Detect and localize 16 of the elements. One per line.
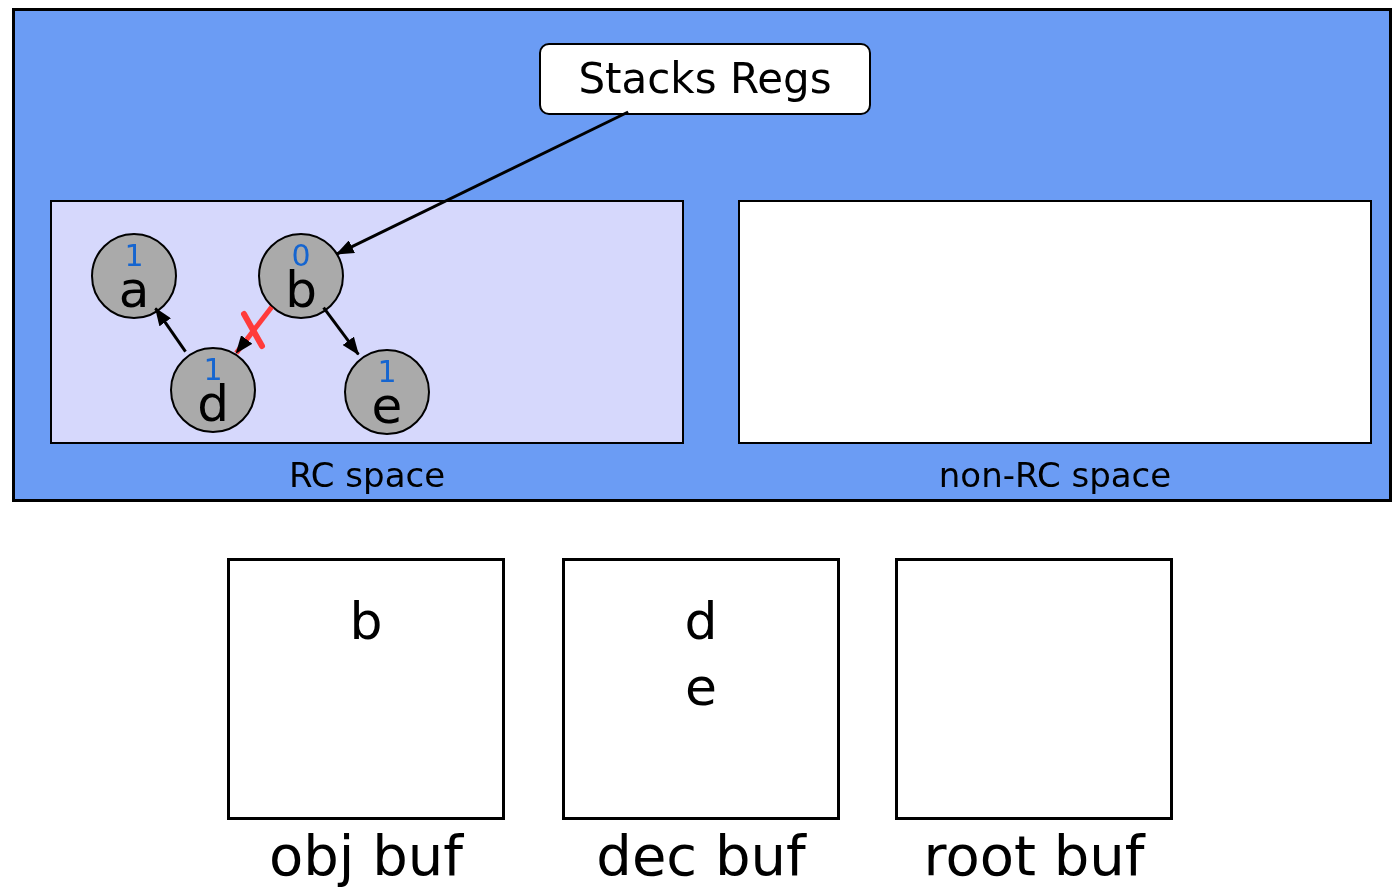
buffer-label: root buf <box>923 828 1145 884</box>
memory-area <box>12 8 1392 502</box>
buffer-entry: b <box>349 595 383 647</box>
buffer-entry: d <box>684 595 718 647</box>
arrow <box>335 110 629 256</box>
region-label: RC space <box>288 458 446 492</box>
object-name: b <box>285 265 317 315</box>
arrow <box>322 306 360 356</box>
box-label: Stacks Regs <box>578 58 832 100</box>
object-name: d <box>197 379 229 429</box>
region-label: non-RC space <box>938 458 1172 492</box>
process-box <box>539 43 871 115</box>
arrow <box>154 307 187 353</box>
arrow <box>234 305 274 355</box>
buffer-label: dec buf <box>596 828 806 884</box>
buffer-entry: e <box>685 661 717 713</box>
